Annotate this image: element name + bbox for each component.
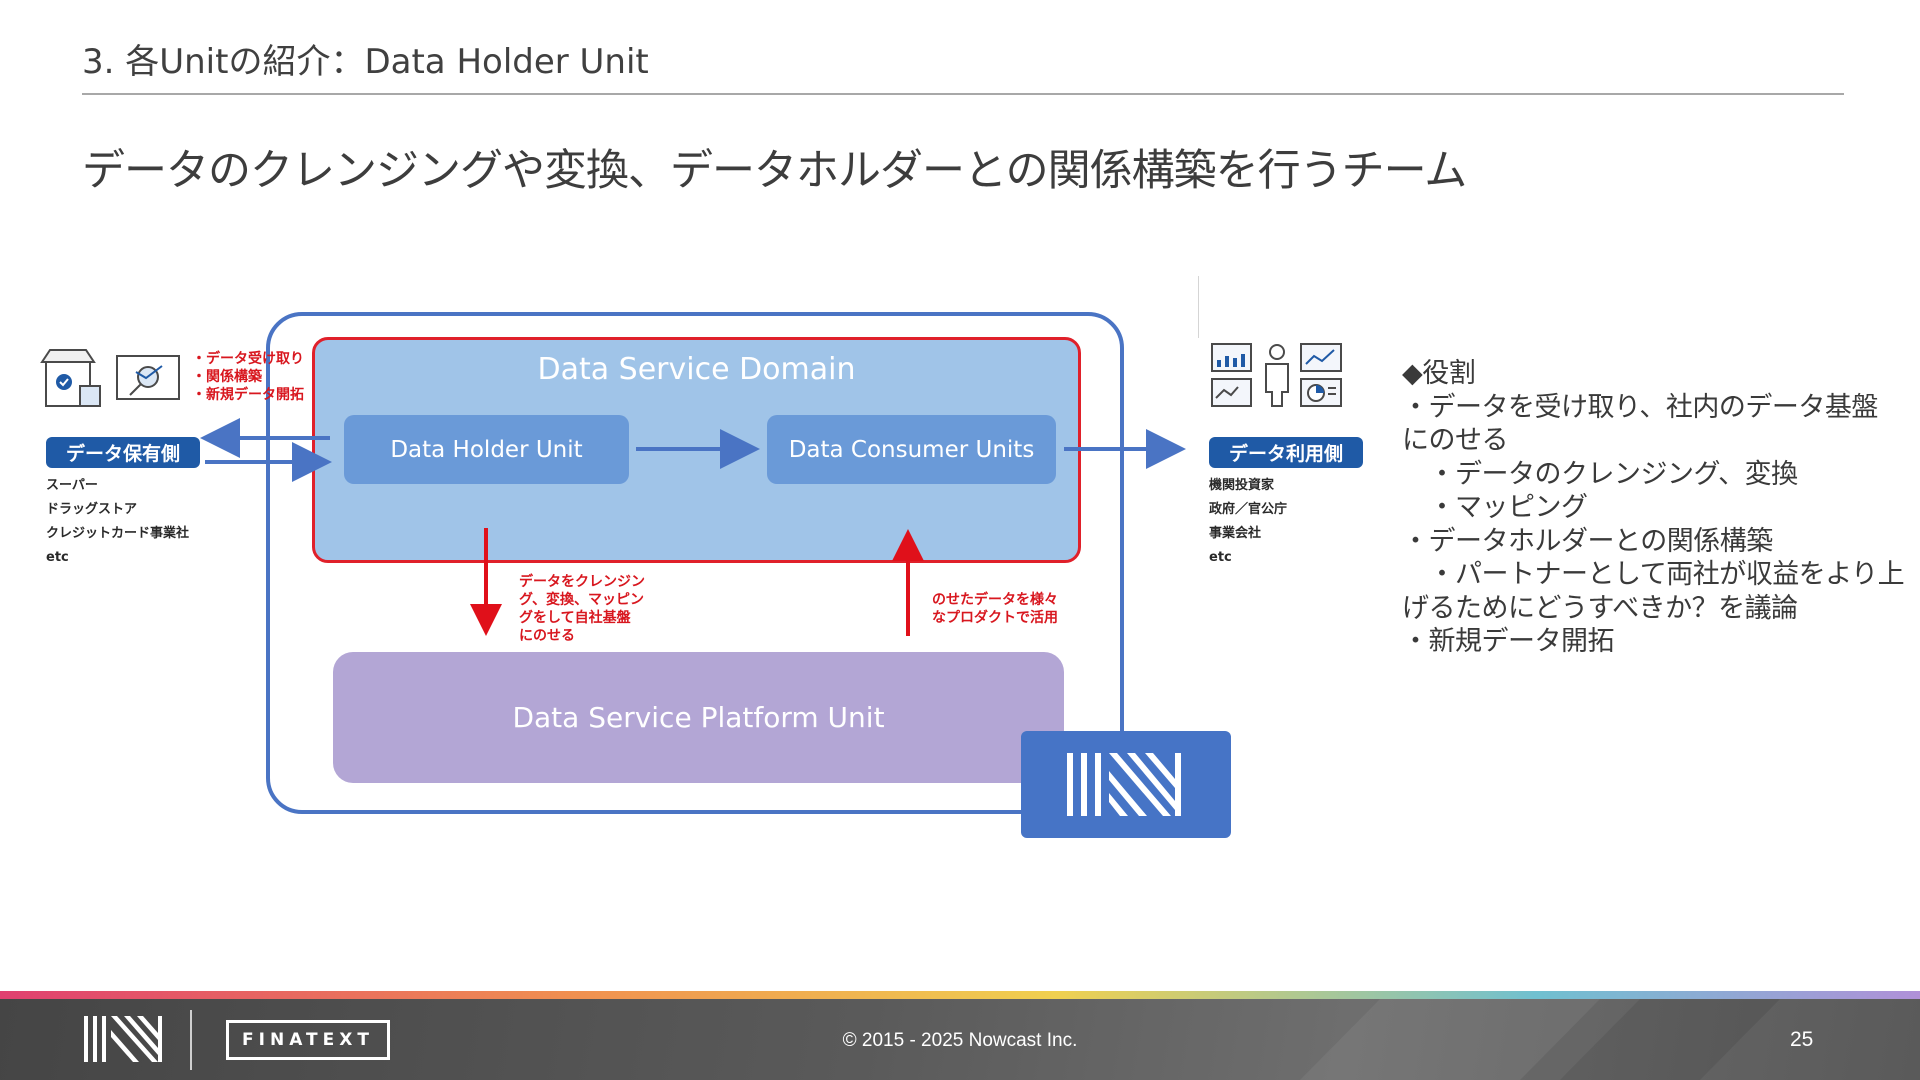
utilization-note-line-2: なプロダクトで活用: [932, 610, 1058, 626]
holder-list-item: ドラッグストア: [46, 502, 138, 517]
role-line: ・データのクレンジング、変換: [1402, 458, 1798, 490]
analytics-search-icon: [116, 355, 180, 400]
data-consumer-side-badge: データ利用側: [1209, 437, 1363, 468]
holder-list-item: スーパー: [46, 478, 98, 493]
line-chart-icon: [1300, 343, 1342, 372]
data-service-platform-unit-box: Data Service Platform Unit: [333, 652, 1064, 783]
cleansing-note-line-1: データをクレンジン: [519, 574, 645, 590]
consumer-list-item: 機関投資家: [1209, 478, 1275, 493]
cleansing-note-line-3: グをして自社基盤: [519, 610, 631, 626]
holder-note-3: ・新規データ開拓: [192, 387, 304, 403]
person-icon: [1265, 344, 1289, 407]
footer-decoration: [1300, 999, 1780, 1080]
holder-list-item: クレジットカード事業社: [46, 526, 190, 541]
holder-notes: ・データ受け取り ・関係構築 ・新規データ開拓: [192, 350, 304, 404]
data-consumer-units-box: Data Consumer Units: [767, 415, 1056, 484]
role-line: げるためにどうすべきか？を議論: [1402, 592, 1798, 624]
data-holder-side-badge: データ保有側: [46, 437, 200, 468]
copyright-text: © 2015 - 2025 Nowcast Inc.: [842, 1030, 1078, 1051]
consumer-list-item: etc: [1209, 550, 1232, 565]
footer-logo-divider: [190, 1010, 192, 1070]
domain-label: Data Service Domain: [537, 352, 856, 387]
role-line: ・データホルダーとの関係構築: [1402, 525, 1773, 557]
holder-note-1: ・データ受け取り: [192, 351, 304, 367]
outer-frame: [266, 312, 1124, 814]
footer-gradient-strip: [0, 991, 1920, 999]
role-line: ・データを受け取り、社内のデータ基盤: [1402, 391, 1878, 423]
consumer-list-item: 事業会社: [1209, 526, 1262, 541]
utilization-note-line-1: のせたデータを様々: [932, 592, 1058, 608]
finatext-logo: FINATEXT: [226, 1020, 390, 1060]
slide-headline: データのクレンジングや変換、データホルダーとの関係構築を行うチーム: [82, 146, 1467, 196]
role-heading: ◆役割: [1402, 358, 1476, 389]
store-icon: [40, 349, 101, 407]
cleansing-note-line-2: グ、変換、マッピン: [519, 592, 645, 608]
dashboard-report-icon: [1211, 343, 1252, 407]
data-holder-unit-box: Data Holder Unit: [344, 415, 629, 484]
role-line: ・パートナーとして両社が収益をより上: [1402, 559, 1905, 590]
data-consumer-list: 機関投資家 政府／官公庁 事業会社 etc: [1209, 474, 1287, 570]
utilization-note: のせたデータを様々 なプロダクトで活用: [932, 591, 1058, 627]
footer-bar: [0, 999, 1920, 1080]
page-number: 25: [1790, 1028, 1814, 1051]
cleansing-note-line-4: にのせる: [519, 628, 575, 644]
holder-note-2: ・関係構築: [192, 369, 262, 385]
role-line: にのせる: [1402, 425, 1509, 456]
holder-list-item: etc: [46, 550, 69, 565]
pie-chart-icon: [1300, 378, 1342, 407]
data-holder-list: スーパー ドラッグストア クレジットカード事業社 etc: [46, 474, 189, 570]
nowcast-logo-icon: [1067, 753, 1181, 816]
nowcast-footer-logo-icon: [84, 1016, 162, 1062]
consumer-list-item: 政府／官公庁: [1209, 502, 1288, 517]
title-divider: [82, 93, 1844, 95]
section-title: 3. 各Unitの紹介：Data Holder Unit: [82, 42, 649, 82]
nowcast-logo-badge: [1021, 731, 1231, 838]
cleansing-note: データをクレンジン グ、変換、マッピン グをして自社基盤 にのせる: [519, 573, 645, 645]
role-line: ・新規データ開拓: [1402, 626, 1615, 657]
role-description: ◆役割 ・データを受け取り、社内のデータ基盤 にのせる ・データのクレンジング、…: [1402, 357, 1905, 659]
role-line: ・マッピング: [1402, 492, 1588, 523]
divider-line: [1198, 276, 1199, 338]
